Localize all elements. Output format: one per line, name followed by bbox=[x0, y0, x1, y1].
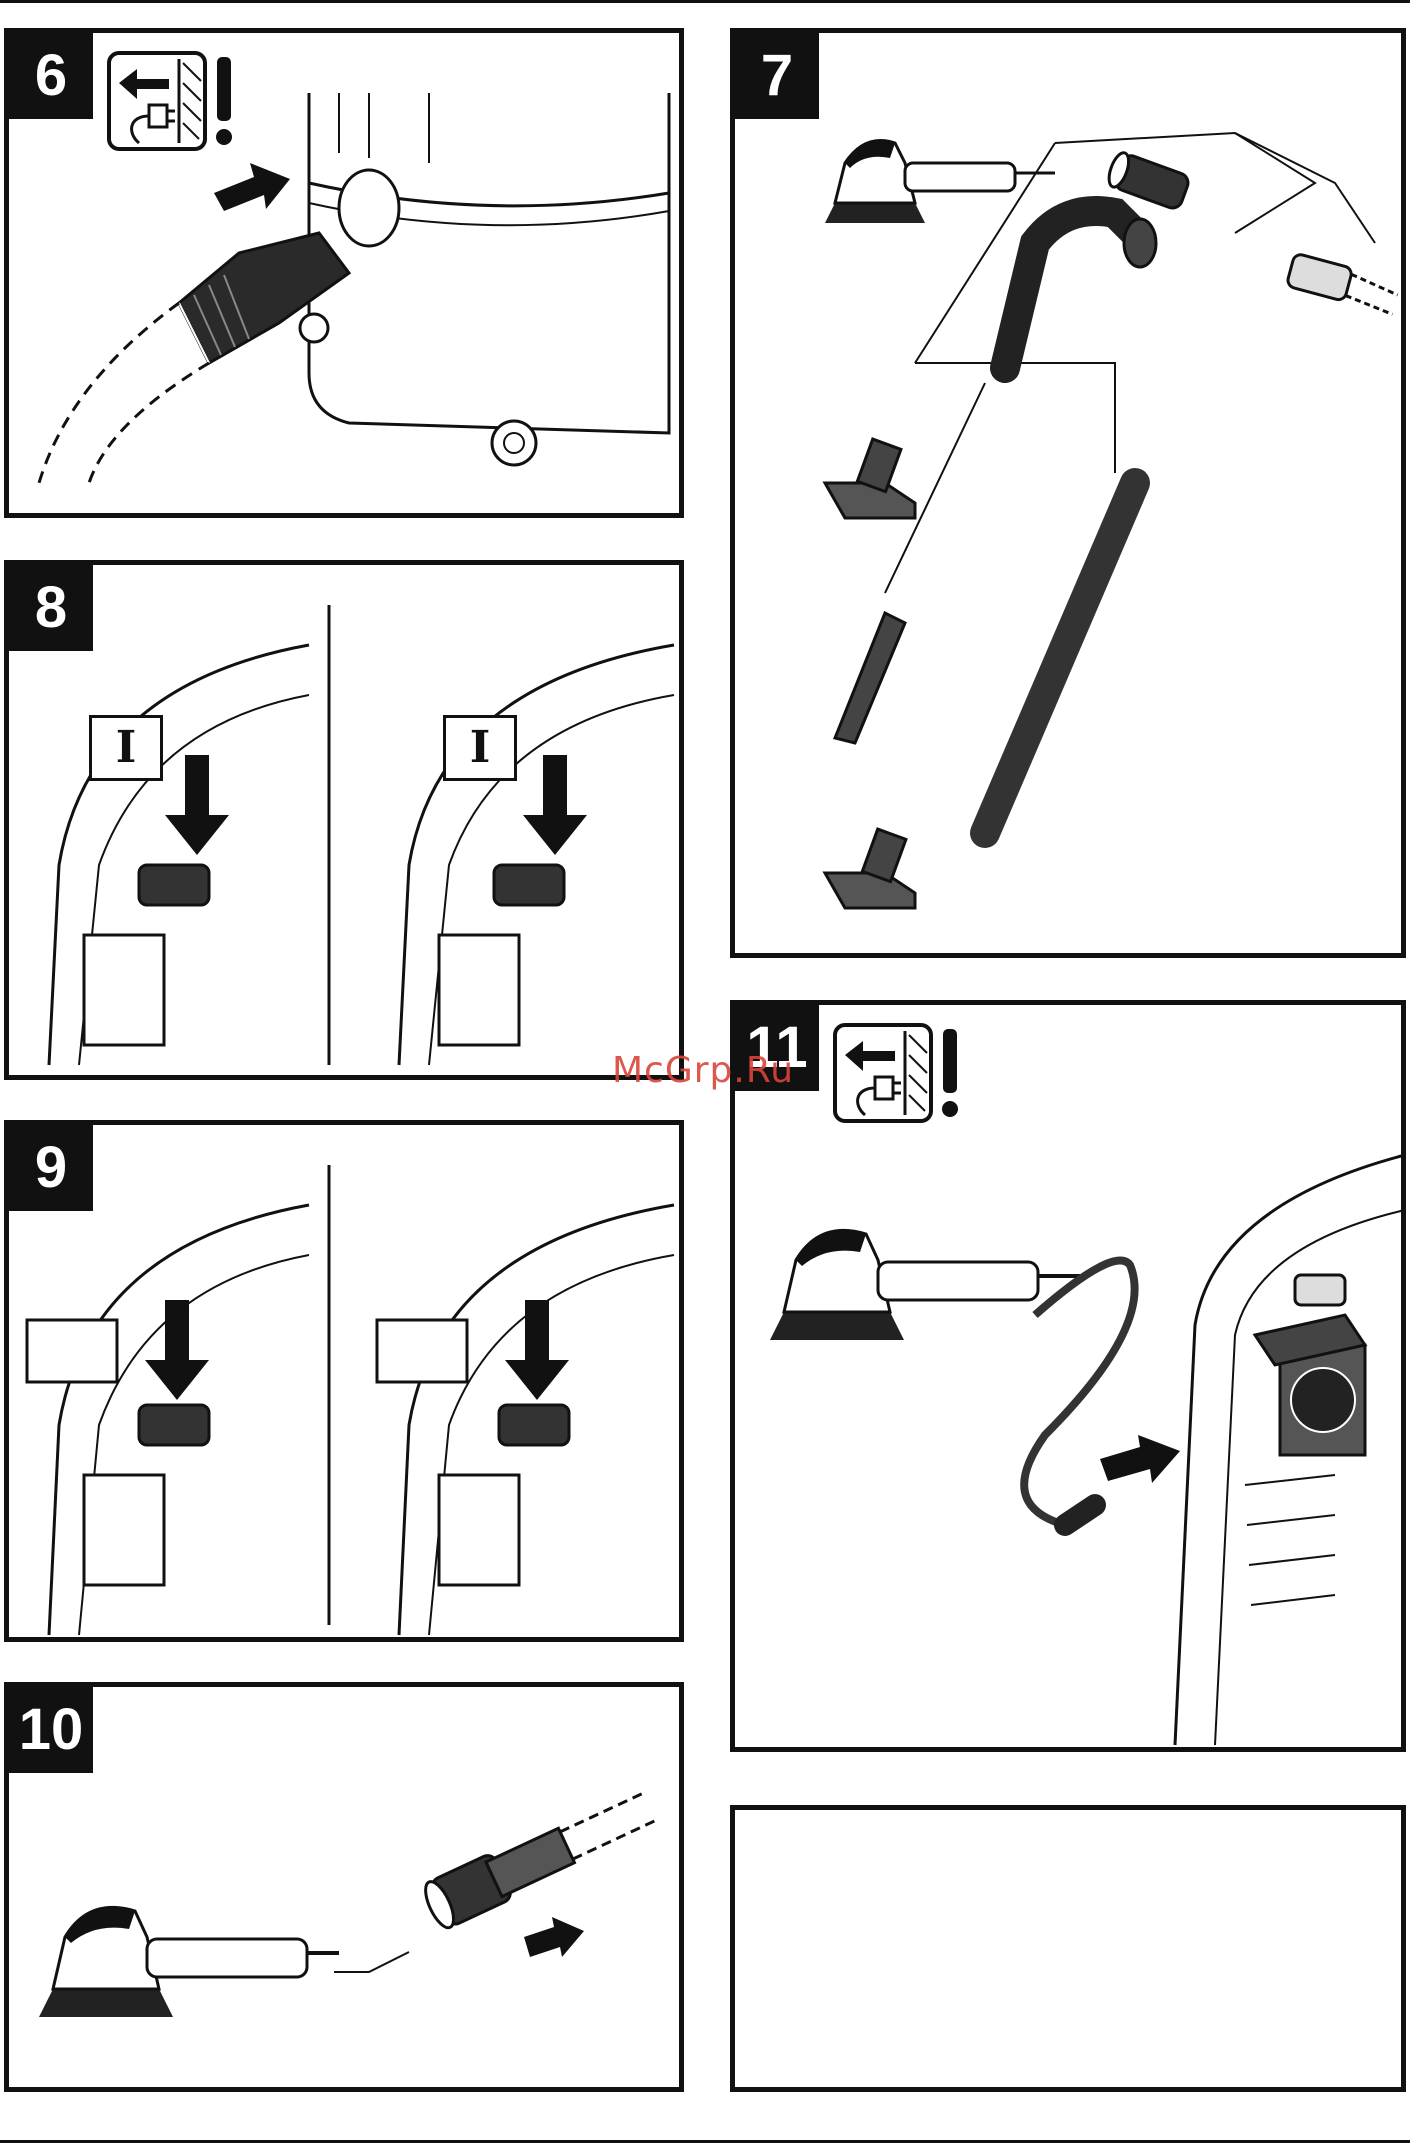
right-arrow-icon bbox=[1100, 1435, 1180, 1483]
switch-label-right: I bbox=[443, 715, 517, 781]
empty-panel bbox=[730, 1805, 1406, 2092]
down-arrow-icon bbox=[523, 755, 587, 855]
down-arrow-icon bbox=[145, 1300, 209, 1400]
sander-icon bbox=[770, 1230, 1080, 1340]
watermark-text: McGrp.Ru bbox=[612, 1050, 794, 1091]
sander-icon bbox=[825, 141, 1055, 224]
unplug-warning-icon bbox=[835, 1025, 958, 1121]
right-arrow-icon bbox=[214, 163, 290, 211]
vacuum-top-right bbox=[377, 1205, 674, 1635]
vacuum-top-left bbox=[49, 645, 309, 1065]
top-rule bbox=[0, 0, 1410, 3]
switch-label-left: I bbox=[89, 715, 163, 781]
panel-11-illustration bbox=[735, 1005, 1406, 1752]
panel-6: 6 bbox=[4, 28, 684, 518]
down-arrow-icon bbox=[505, 1300, 569, 1400]
vacuum-top-left bbox=[27, 1205, 309, 1635]
panel-6-illustration bbox=[9, 33, 684, 518]
vacuum-top-right bbox=[399, 645, 674, 1065]
panel-7: 7 bbox=[730, 28, 1406, 958]
bottom-rule bbox=[0, 2140, 1410, 2143]
sander-icon bbox=[39, 1907, 339, 2017]
down-arrow-icon bbox=[165, 755, 229, 855]
panel-7-illustration bbox=[735, 33, 1406, 958]
panel-10: 10 bbox=[4, 1682, 684, 2092]
panel-9: 9 bbox=[4, 1120, 684, 1642]
panel-8: 8 I I bbox=[4, 560, 684, 1080]
panel-8-illustration bbox=[9, 565, 684, 1080]
unplug-warning-icon bbox=[109, 53, 232, 149]
panel-11: 11 bbox=[730, 1000, 1406, 1752]
panel-10-illustration bbox=[9, 1687, 684, 2092]
right-arrow-icon bbox=[524, 1917, 584, 1957]
panel-9-illustration bbox=[9, 1125, 684, 1642]
